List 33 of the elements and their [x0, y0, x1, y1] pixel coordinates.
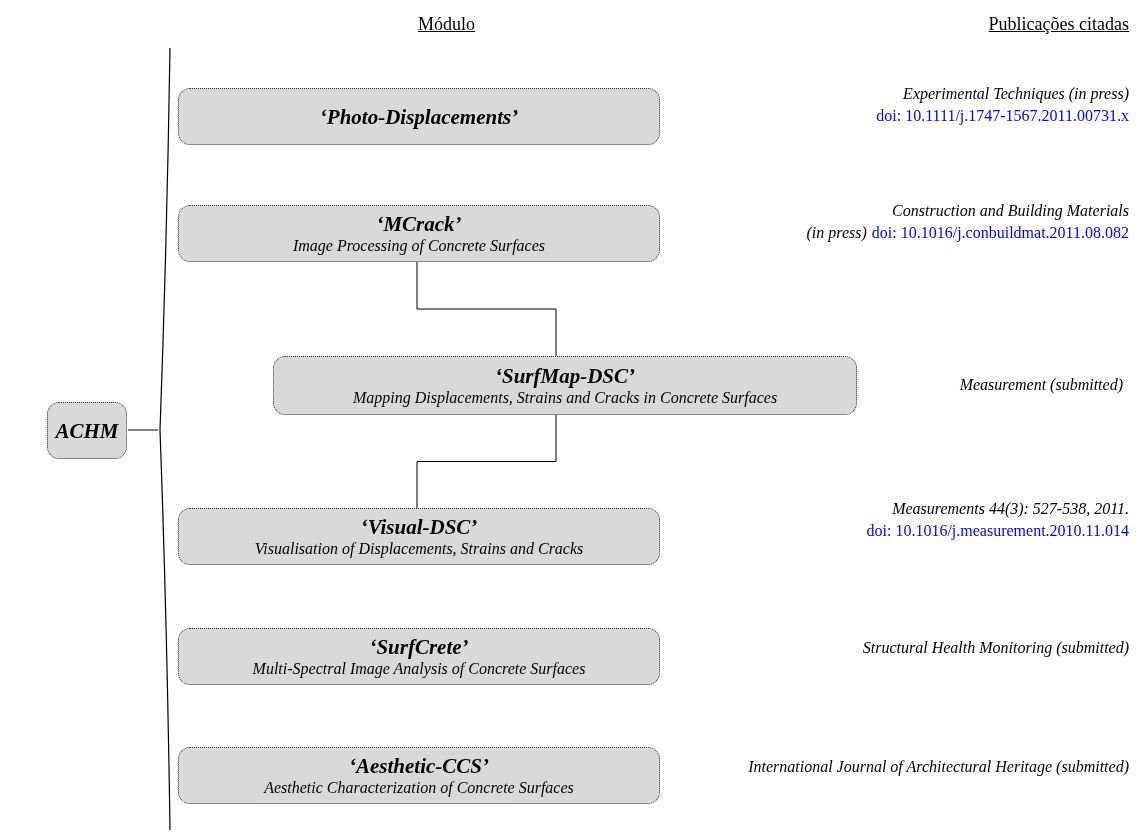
module-box [178, 628, 660, 685]
module-title: ‘SurfMap-DSC’ [495, 363, 635, 388]
module-box [273, 356, 857, 415]
doi-link: doi: 10.1016/j.measurement.2010.11.014 [866, 521, 1129, 541]
module-title: ‘Visual-DSC’ [360, 514, 478, 539]
module-title: ACHM [55, 418, 119, 443]
module-title: ‘Photo-Displacements’ [319, 104, 519, 129]
citation-text: (in press) [806, 223, 867, 243]
module-title: ‘SurfCrete’ [369, 634, 469, 659]
module-box [178, 88, 660, 145]
module-description: Aesthetic Characterization of Concrete Surfaces [264, 777, 574, 798]
connector-line [416, 261, 557, 357]
doi-link: doi: 10.1111/j.1747-1567.2011.00731.x [876, 106, 1129, 126]
citation-text: Construction and Building Materials [892, 201, 1129, 221]
connector-line [416, 414, 557, 509]
module-title: ‘Aesthetic-CCS’ [349, 753, 489, 778]
module-box [178, 508, 660, 565]
module-description: Mapping Displacements, Strains and Cracks in Concrete Surfaces [352, 388, 778, 408]
module-title: ‘MCrack’ [376, 211, 462, 236]
citation-text: Experimental Techniques (in press) [903, 84, 1129, 104]
module-description: Image Processing of Concrete Surfaces [292, 235, 546, 256]
module-box [178, 205, 660, 262]
module-description: Visualisation of Displacements, Strains and Cracks [254, 538, 584, 559]
column-heading: Publicações citadas [988, 14, 1129, 35]
module-description: Multi-Spectral Image Analysis of Concrete Surfaces [252, 659, 586, 679]
citation-text: Structural Health Monitoring (submitted) [862, 638, 1129, 658]
column-heading: Módulo [418, 14, 475, 35]
module-box [47, 402, 127, 459]
citation-text: Measurement (submitted) [959, 375, 1123, 395]
citation-text: Measurements 44(3): 527-538, 2011. [892, 499, 1129, 519]
doi-link: doi: 10.1016/j.conbuildmat.2011.08.082 [871, 223, 1129, 243]
citation-text: International Journal of Architectural Heritage (submitted) [748, 757, 1129, 777]
module-box [178, 747, 660, 804]
